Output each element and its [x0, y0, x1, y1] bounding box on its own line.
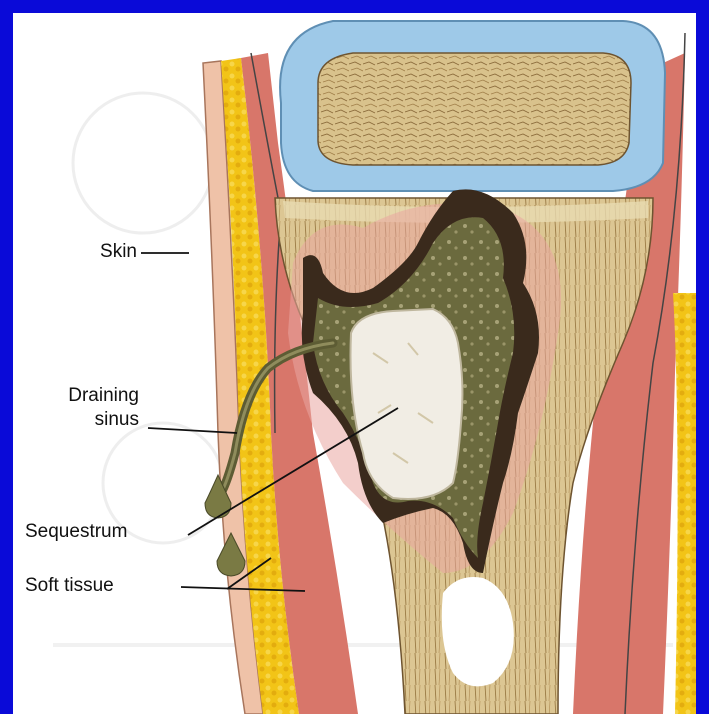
draining-sinus-label-line1: Draining [43, 385, 139, 407]
sequestrum-fragment [351, 309, 463, 499]
fat-layer-right [673, 293, 696, 714]
bone-cross-section-illustration [13, 13, 696, 714]
draining-sinus-label-line2: sinus [43, 409, 139, 431]
soft-tissue-label: Soft tissue [25, 575, 114, 597]
illustration-panel: Skin Draining sinus Sequestrum Soft tiss… [13, 13, 696, 714]
skin-label: Skin [77, 241, 137, 263]
sequestrum-label: Sequestrum [25, 521, 127, 543]
epiphysis [318, 53, 631, 165]
